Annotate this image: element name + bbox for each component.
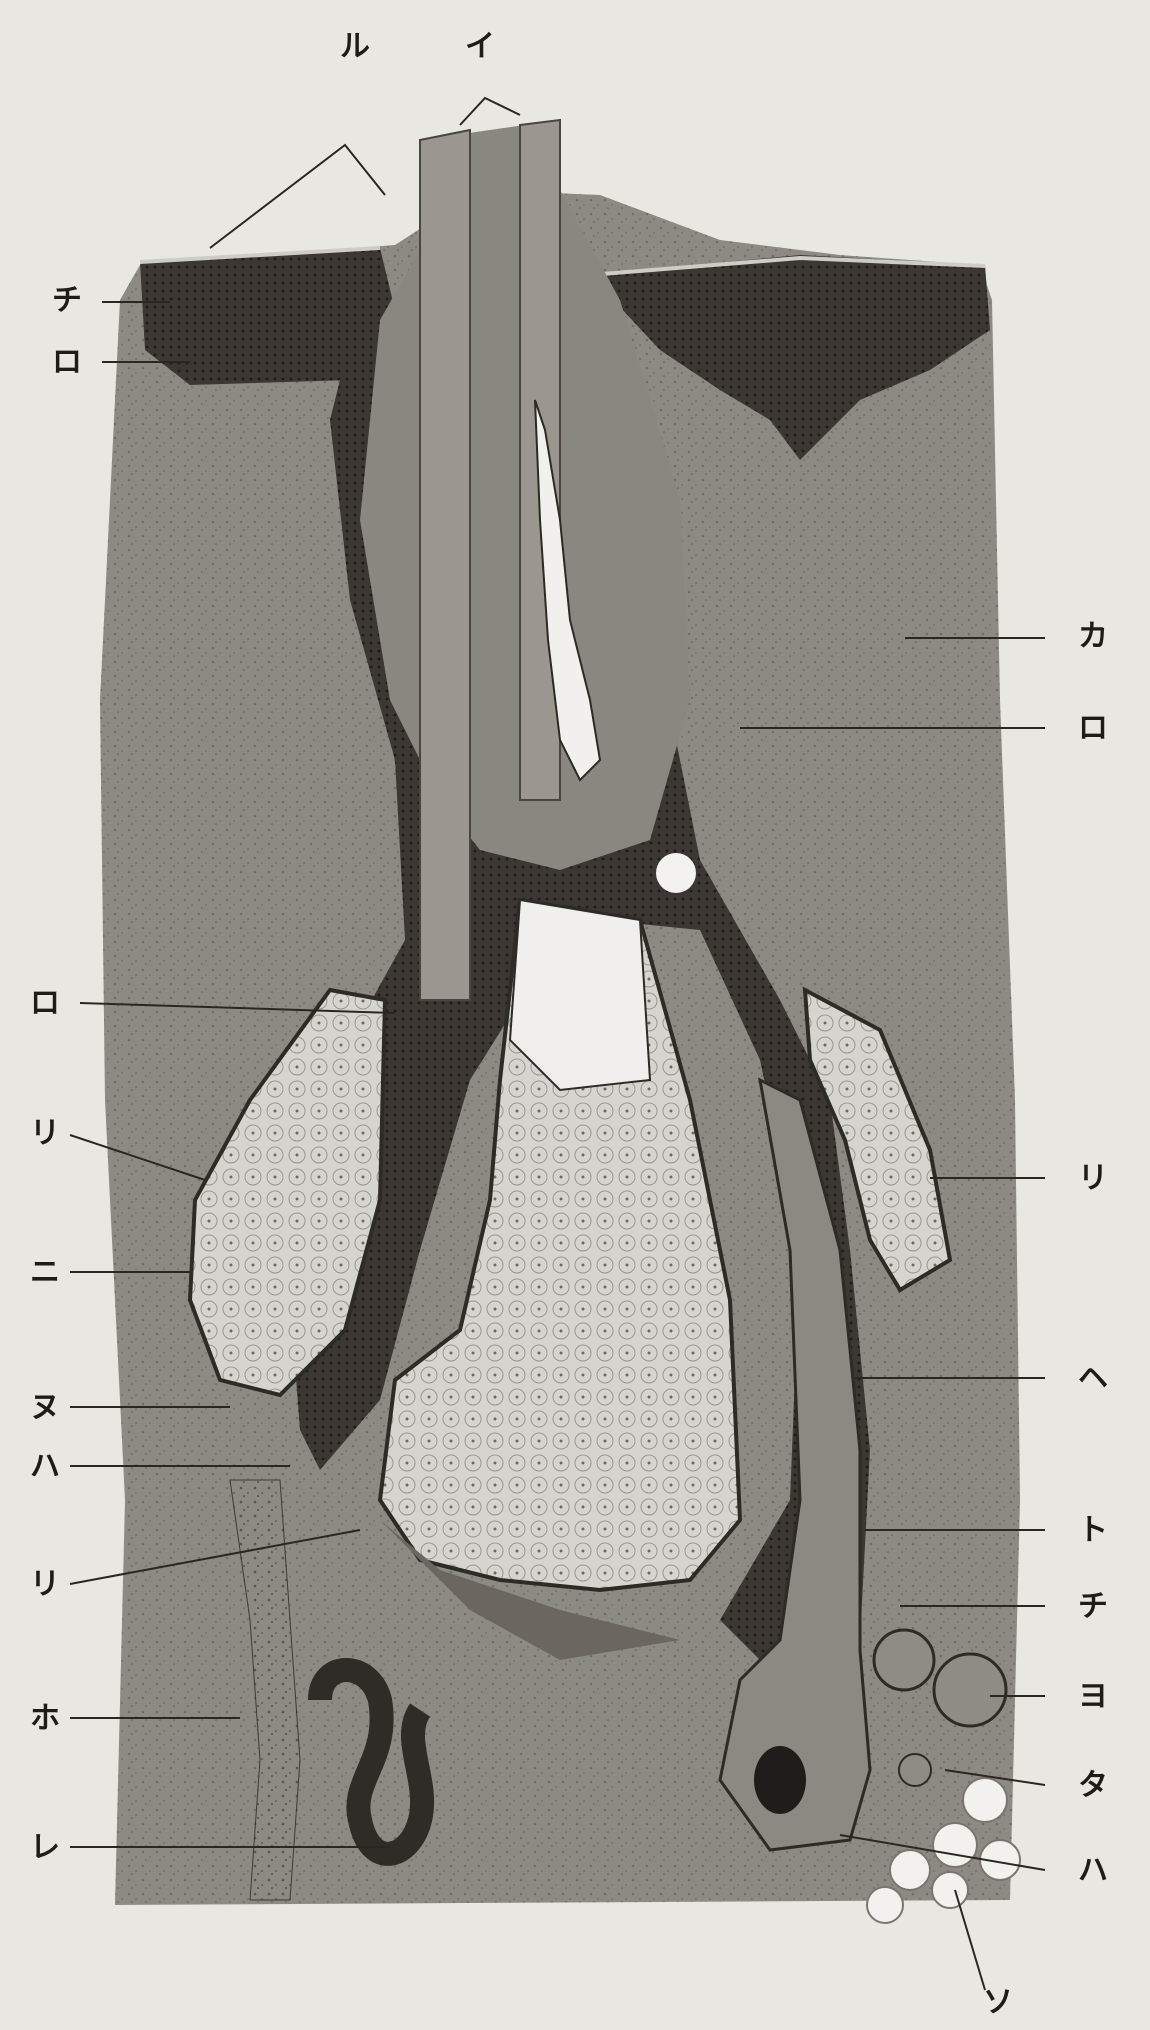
label-right-ha: ハ [1078,1853,1108,1888]
label-right-chi: チ [1078,1589,1108,1624]
label-left-ni: ニ [30,1255,60,1290]
label-right-yo: ヨ [1078,1679,1108,1714]
label-right-ro: ロ [1078,711,1108,746]
label-top-i: イ [465,29,495,64]
label-bottom-so: ソ [983,1985,1013,2020]
label-left-chi: チ [52,283,82,318]
label-right-ri: リ [1078,1161,1108,1196]
label-right-ta: タ [1078,1768,1108,1803]
label-left-re: レ [30,1830,60,1865]
label-left-ri-lower: リ [30,1567,60,1602]
label-right-to: ト [1078,1513,1108,1548]
label-left-ho: ホ [30,1701,60,1736]
label-left-ro-top: ロ [52,345,82,380]
label-top-ru: ル [340,29,370,64]
label-left-ro-mid: ロ [30,986,60,1021]
label-left-ha: ハ [30,1449,60,1484]
label-left-nu: ヌ [30,1390,60,1425]
label-left-ri-upper: リ [30,1116,60,1151]
label-right-ka: カ [1078,619,1108,654]
label-right-he: ヘ [1078,1361,1108,1396]
